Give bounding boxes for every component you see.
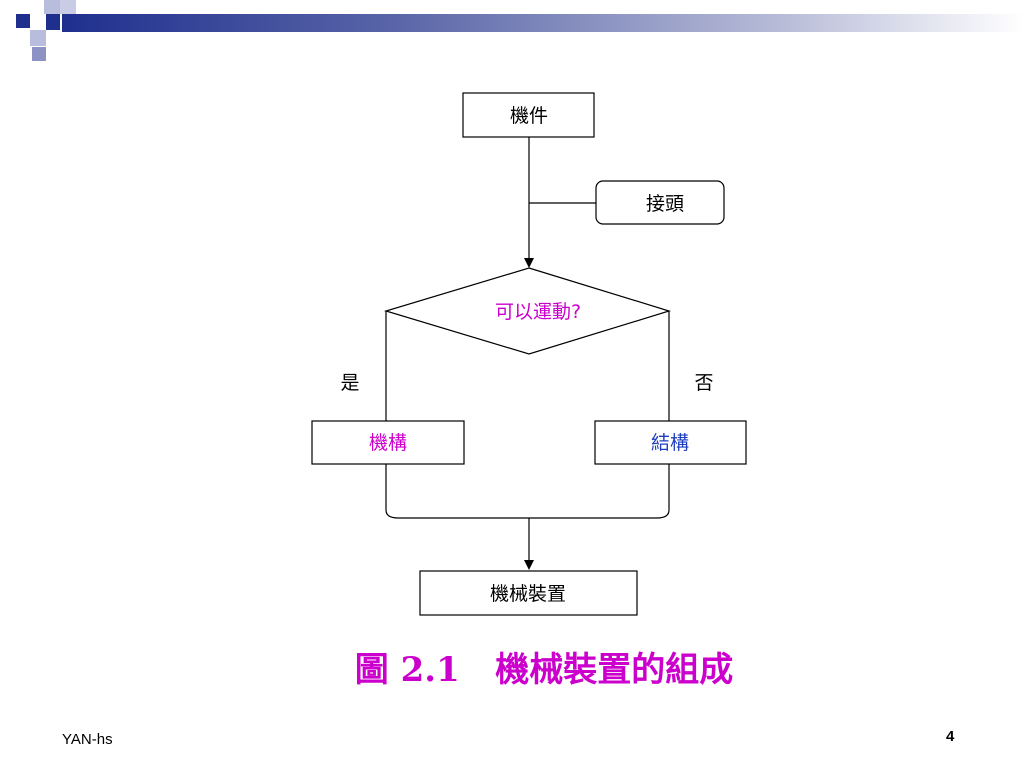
node-part-box: [462, 92, 595, 138]
deco-square-light-2: [30, 30, 46, 46]
node-joint-label: 接頭: [646, 193, 684, 215]
node-part-label: 機件: [510, 105, 548, 127]
node-machine-box: [419, 570, 638, 616]
node-structure-label: 結構: [651, 432, 689, 454]
node-structure-box: [594, 420, 747, 465]
node-decision-label: 可以運動?: [495, 301, 581, 323]
node-mechanism-box: [311, 420, 465, 465]
deco-square-light-1: [44, 0, 60, 14]
deco-square-dark-1: [16, 14, 30, 28]
branch-yes-label: 是: [340, 372, 359, 394]
header-gradient-bar: [62, 14, 1024, 32]
deco-square-light-3: [60, 0, 76, 14]
footer-page-number: 4: [946, 728, 955, 745]
connector-merge: [385, 464, 670, 519]
node-machine-label: 機械裝置: [490, 583, 566, 605]
figure-caption: 圖 2.1 機械裝置的組成: [354, 650, 734, 690]
node-decision-diamond: [383, 267, 672, 355]
branch-no-label: 否: [694, 372, 713, 394]
node-mechanism-label: 機構: [369, 432, 407, 454]
deco-square-mid-1: [32, 47, 46, 61]
deco-square-dark-2: [46, 14, 60, 30]
footer-author: YAN-hs: [62, 731, 113, 748]
node-joint-box: [595, 180, 725, 225]
